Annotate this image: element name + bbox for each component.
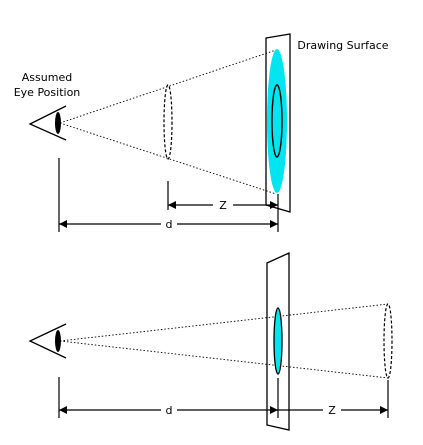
projected-image-fill: [267, 49, 287, 193]
top-panel: Assumed Eye Position Drawing Surface Z d: [14, 33, 389, 232]
d-label: d: [166, 218, 173, 231]
projection-cone-lines: [59, 49, 277, 195]
z-label-bottom: Z: [328, 404, 336, 417]
object-ring-bottom: [383, 303, 393, 379]
projection-cone-lines-bottom: [59, 303, 389, 379]
eye-icon-bottom: [28, 323, 67, 359]
object-ring: [163, 84, 173, 160]
eye-label-line1: Assumed: [22, 71, 72, 84]
eye-label-line2: Eye Position: [14, 86, 81, 99]
drawing-surface-plane-bottom: [266, 251, 290, 431]
surface-label: Drawing Surface: [297, 39, 388, 52]
bottom-panel: d Z: [28, 251, 393, 431]
drawing-surface-plane: [265, 33, 291, 213]
z-label: Z: [219, 199, 227, 212]
projected-ring: [271, 84, 283, 158]
projected-image-bottom: [273, 307, 283, 375]
d-label-bottom: d: [166, 404, 173, 417]
eye-icon: [28, 105, 67, 141]
